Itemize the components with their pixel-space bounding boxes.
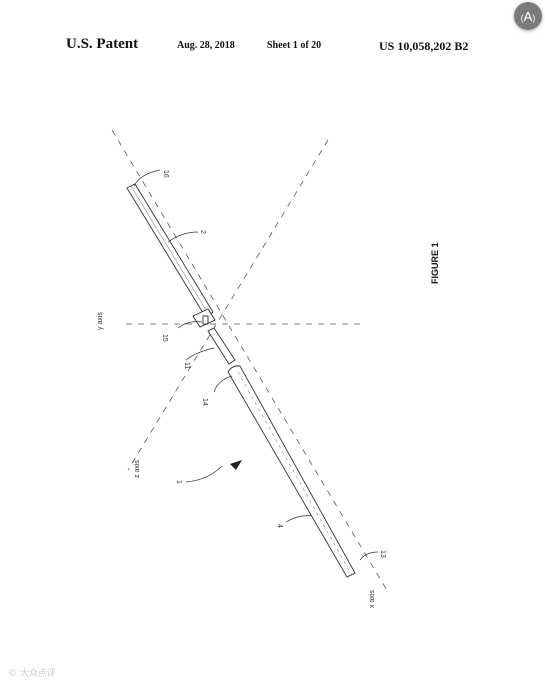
label-x-axis: x axis bbox=[369, 590, 376, 608]
label-z-axis: z axis bbox=[134, 460, 141, 478]
label-1: 1 bbox=[175, 480, 182, 484]
label-y-axis: y axis bbox=[97, 312, 104, 330]
leader-15 bbox=[177, 321, 203, 329]
hub-shaft bbox=[207, 327, 236, 365]
watermark: © 大众点评 bbox=[8, 669, 56, 679]
label-15: 15 bbox=[161, 334, 168, 342]
patent-label: U.S. Patent bbox=[66, 36, 139, 52]
patent-number: US 10,058,202 B2 bbox=[379, 39, 469, 53]
leader-11 bbox=[185, 347, 215, 361]
leader-1 bbox=[185, 465, 223, 483]
label-13: 13 bbox=[379, 550, 386, 558]
lower-blade bbox=[227, 365, 356, 578]
label-4: 4 bbox=[276, 524, 283, 528]
sheet-number: Sheet 1 of 20 bbox=[267, 40, 322, 51]
leader-14 bbox=[213, 375, 233, 393]
label-16: 16 bbox=[162, 170, 169, 178]
label-11: 11 bbox=[183, 362, 190, 369]
page-header: U.S. Patent Aug. 28, 2018 Sheet 1 of 20 … bbox=[0, 36, 545, 56]
text-a-icon: (A) bbox=[520, 8, 536, 24]
z-axis-line bbox=[127, 139, 329, 471]
upper-blade bbox=[126, 183, 216, 328]
label-14: 14 bbox=[201, 398, 208, 406]
arrowhead-1 bbox=[230, 460, 242, 470]
figure-title: FIGURE 1 bbox=[430, 242, 440, 284]
leader-13 bbox=[359, 551, 379, 561]
text-a-button[interactable]: (A) bbox=[514, 2, 542, 30]
label-2: 2 bbox=[199, 230, 206, 234]
leader-4 bbox=[285, 515, 313, 523]
x-axis-line bbox=[111, 129, 389, 593]
leader-2 bbox=[167, 231, 199, 243]
leader-16 bbox=[133, 169, 161, 187]
patent-date: Aug. 28, 2018 bbox=[177, 40, 235, 51]
